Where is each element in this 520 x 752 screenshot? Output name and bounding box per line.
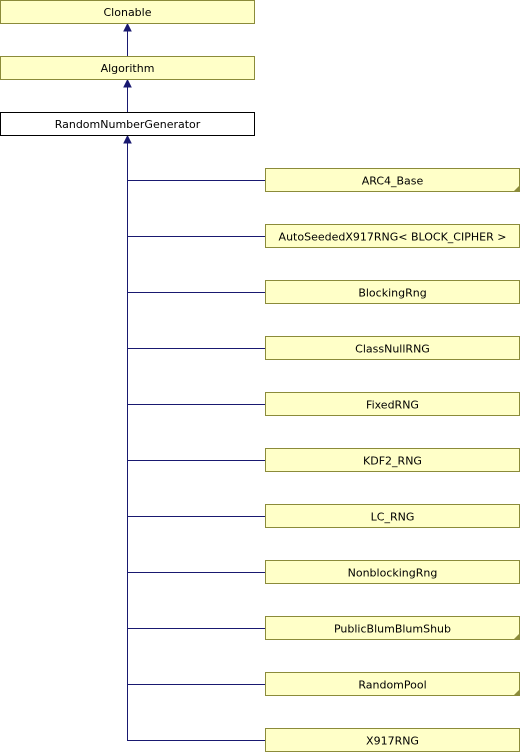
node-randompool-label: RandomPool [358,679,426,692]
node-x917rng[interactable]: X917RNG [265,728,520,752]
node-random-number-generator: RandomNumberGenerator [0,112,255,136]
node-blockingrng-label: BlockingRng [358,287,426,300]
node-autoseededx917rng-block-cipher-label: AutoSeededX917RNG< BLOCK_CIPHER > [279,231,507,244]
node-random-number-generator-box [0,112,255,136]
node-blockingrng[interactable]: BlockingRng [265,280,520,304]
node-x917rng-label: X917RNG [366,735,419,748]
truncated-corner-icon [513,185,520,192]
node-kdf2-rng[interactable]: KDF2_RNG [265,448,520,472]
node-algorithm-label: Algorithm [101,62,155,75]
node-arc4-base[interactable]: ARC4_Base [265,168,520,192]
children-edges [123,134,266,741]
node-clonable-box [0,0,255,24]
node-lc-rng-label: LC_RNG [371,511,415,524]
node-fixedrng-label: FixedRNG [366,399,419,412]
node-clonable-label: Clonable [104,6,152,19]
node-classnullrng[interactable]: ClassNullRNG [265,336,520,360]
node-kdf2-rng-label: KDF2_RNG [363,455,422,468]
truncated-corner-icon [513,689,520,696]
node-random-number-generator-label: RandomNumberGenerator [55,118,201,131]
node-autoseededx917rng-block-cipher[interactable]: AutoSeededX917RNG< BLOCK_CIPHER > [265,224,520,248]
arrowhead-clonable [123,22,132,32]
arrowhead-random-number-generator [123,134,132,144]
node-classnullrng-label: ClassNullRNG [355,343,430,356]
arrowhead-algorithm [123,78,132,88]
node-algorithm[interactable]: Algorithm [0,56,255,80]
node-fixedrng[interactable]: FixedRNG [265,392,520,416]
truncated-corner-icon [513,633,520,640]
node-lc-rng[interactable]: LC_RNG [265,504,520,528]
node-nonblockingrng-label: NonblockingRng [348,567,438,580]
node-nonblockingrng[interactable]: NonblockingRng [265,560,520,584]
ancestor-edges [123,22,132,112]
node-arc4-base-label: ARC4_Base [362,175,424,188]
node-clonable[interactable]: Clonable [0,0,255,24]
node-algorithm-box [0,56,255,80]
node-randompool[interactable]: RandomPool [265,672,520,696]
node-publicblumblumshub-label: PublicBlumBlumShub [334,623,451,636]
branch-lines [127,180,266,741]
node-publicblumblumshub[interactable]: PublicBlumBlumShub [265,616,520,640]
